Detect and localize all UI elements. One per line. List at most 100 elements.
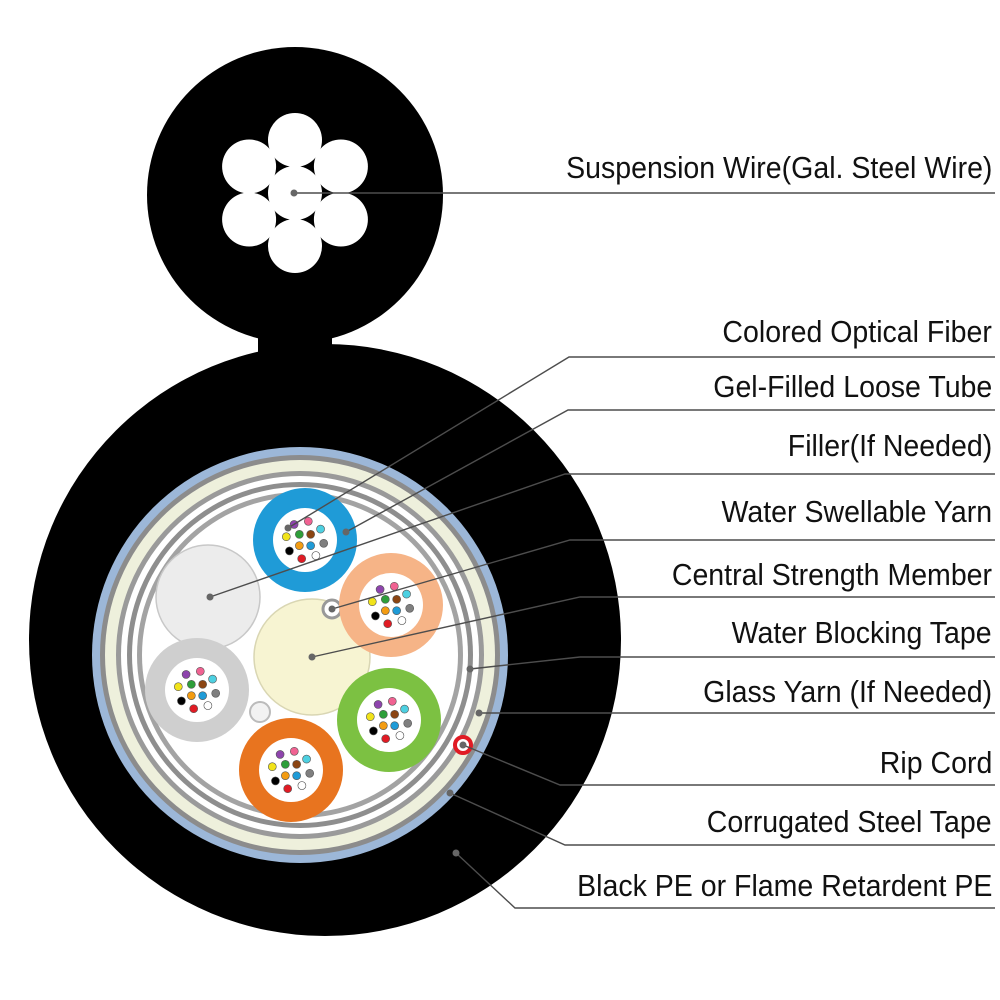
colored-optical-fiber — [195, 666, 205, 676]
colored-optical-fiber — [275, 750, 285, 759]
colored-optical-fiber — [189, 704, 199, 714]
leader-gel-filled-loose-tube — [345, 409, 995, 533]
colored-optical-fiber — [281, 760, 290, 769]
leader-anchor-dot — [290, 189, 298, 197]
colored-optical-fiber — [390, 721, 399, 730]
colored-optical-fiber — [316, 524, 325, 534]
colored-optical-fiber — [371, 611, 380, 621]
colored-optical-fiber — [389, 581, 399, 591]
colored-optical-fiber — [295, 530, 304, 539]
steel-strand — [222, 192, 277, 247]
colored-optical-fiber — [295, 541, 304, 550]
leader-lines — [209, 192, 995, 909]
colored-optical-fiber — [267, 762, 277, 772]
colored-optical-fiber — [292, 760, 301, 769]
colored-optical-fiber — [390, 710, 399, 719]
colored-optical-fiber — [319, 538, 329, 548]
label-suspension-wire: Suspension Wire(Gal. Steel Wire) — [565, 150, 992, 185]
colored-optical-fiber — [306, 530, 315, 539]
colored-optical-fiber — [365, 712, 375, 722]
leader-central-strength-member — [311, 596, 995, 658]
colored-optical-fiber — [400, 704, 409, 714]
colored-optical-fiber — [177, 696, 186, 706]
colored-optical-fiber — [211, 688, 221, 698]
colored-optical-fiber — [181, 670, 191, 679]
loose-tube-gel — [259, 738, 323, 802]
colored-optical-fiber — [311, 551, 321, 560]
colored-optical-fiber — [289, 746, 299, 756]
colored-optical-fiber — [392, 595, 401, 604]
label-filler: Filler(If Needed) — [787, 428, 992, 463]
leader-filler — [209, 473, 995, 598]
steel-strand — [313, 139, 368, 194]
colored-optical-fiber — [305, 768, 315, 778]
colored-optical-fiber — [383, 619, 393, 629]
leader-anchor-dot — [446, 789, 454, 797]
steel-strand — [268, 113, 322, 167]
colored-optical-fiber — [397, 616, 407, 625]
label-water-swellable-yarn: Water Swellable Yarn — [721, 494, 992, 529]
loose-tube-gel — [357, 688, 421, 752]
colored-optical-fiber — [379, 721, 388, 730]
colored-optical-fiber — [369, 726, 378, 736]
leader-water-swellable-yarn — [331, 539, 995, 610]
leader-corrugated-steel-tape — [449, 792, 995, 846]
leader-anchor-dot — [342, 528, 350, 536]
label-water-blocking-tape: Water Blocking Tape — [732, 615, 992, 650]
label-central-strength-member: Central Strength Member — [671, 557, 992, 592]
colored-optical-fiber — [283, 784, 293, 794]
steel-strand — [268, 219, 322, 273]
colored-optical-fiber — [395, 731, 405, 740]
leader-anchor-dot — [308, 653, 316, 661]
water-swellable-yarn-2 — [249, 701, 271, 723]
colored-optical-fiber — [292, 771, 301, 780]
colored-optical-fiber — [302, 754, 311, 764]
label-rip-cord: Rip Cord — [879, 745, 992, 780]
leader-anchor-dot — [475, 709, 483, 717]
colored-optical-fiber — [375, 585, 385, 594]
colored-optical-fiber — [281, 532, 291, 542]
loose-tubes — [145, 488, 443, 822]
leader-water-blocking-tape — [469, 656, 995, 670]
colored-optical-fiber — [403, 718, 413, 728]
colored-optical-fiber — [187, 680, 196, 689]
colored-optical-fiber — [203, 701, 213, 710]
colored-optical-fiber — [187, 691, 196, 700]
colored-optical-fiber — [306, 541, 315, 550]
loose-tube-gel — [273, 508, 337, 572]
leader-anchor-dot — [206, 593, 214, 601]
leader-anchor-dot — [452, 849, 460, 857]
colored-optical-fiber — [285, 546, 294, 556]
leader-anchor-dot — [284, 524, 292, 532]
colored-optical-fiber — [271, 776, 280, 786]
colored-optical-fiber — [381, 606, 390, 615]
leader-anchor-dot — [466, 665, 474, 673]
steel-strand — [313, 192, 368, 247]
label-gel-filled-loose-tube: Gel-Filled Loose Tube — [712, 369, 992, 404]
colored-optical-fiber — [402, 589, 411, 599]
label-colored-optical-fiber: Colored Optical Fiber — [722, 314, 992, 349]
colored-optical-fiber — [198, 680, 207, 689]
label-corrugated-steel-tape: Corrugated Steel Tape — [707, 804, 992, 839]
colored-optical-fiber — [392, 606, 401, 615]
colored-optical-fiber — [297, 554, 307, 564]
leader-dots — [206, 189, 483, 857]
leader-colored-optical-fiber — [287, 356, 995, 529]
loose-tube-gel — [359, 573, 423, 637]
label-black-pe: Black PE or Flame Retardent PE — [576, 868, 992, 903]
loose-tube-gel — [165, 658, 229, 722]
colored-optical-fiber — [373, 700, 383, 709]
colored-optical-fiber — [173, 682, 183, 692]
leader-anchor-dot — [459, 741, 467, 749]
colored-optical-fiber — [198, 691, 207, 700]
leader-rip-cord — [462, 744, 995, 786]
leader-black-pe — [455, 852, 995, 909]
colored-optical-fiber — [387, 696, 397, 706]
leader-anchor-dot — [328, 605, 336, 613]
colored-optical-fiber — [281, 771, 290, 780]
colored-optical-fiber — [405, 603, 415, 613]
label-glass-yarn: Glass Yarn (If Needed) — [702, 674, 992, 709]
colored-optical-fiber — [297, 781, 307, 790]
colored-optical-fiber — [379, 710, 388, 719]
